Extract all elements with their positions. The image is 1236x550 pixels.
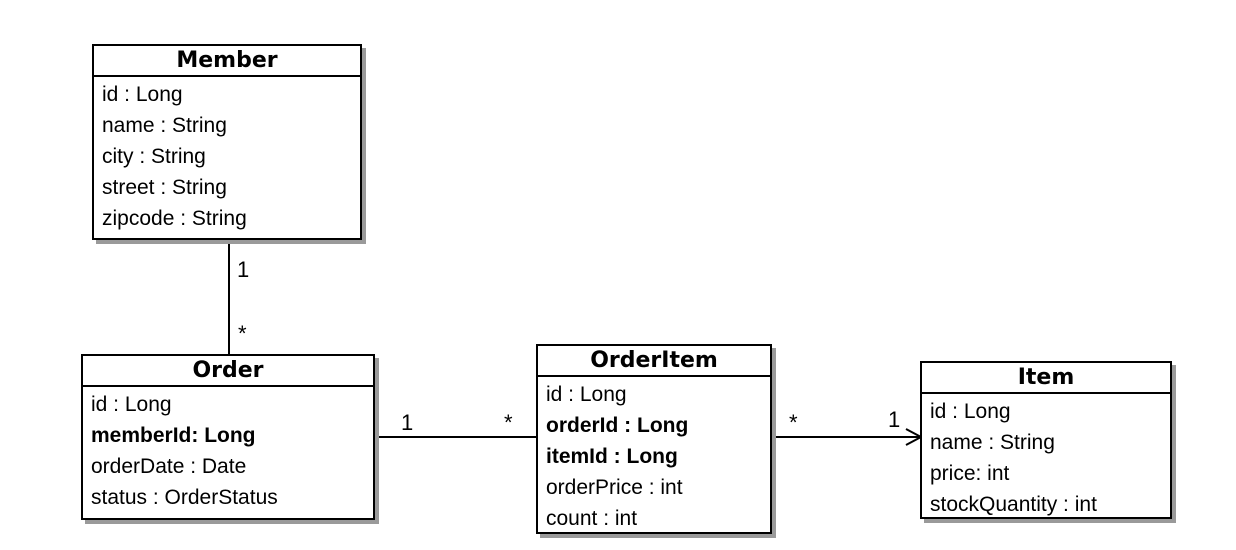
class-name: OrderItem xyxy=(538,346,770,377)
attribute: count : int xyxy=(546,507,638,530)
multiplicity-member-end: 1 xyxy=(237,257,250,282)
attribute-list: id : Long name : String city : String st… xyxy=(94,77,360,234)
class-member[interactable]: Member id : Long name : String city : St… xyxy=(92,44,362,240)
class-orderitem[interactable]: OrderItem id : Long orderId : Long itemI… xyxy=(536,344,772,534)
attribute: zipcode : String xyxy=(102,207,247,230)
attribute-list: id : Long name : String price: int stock… xyxy=(922,394,1170,520)
attribute: id : Long xyxy=(102,83,183,106)
attribute: id : Long xyxy=(546,383,627,406)
attribute: id : Long xyxy=(91,393,172,416)
attribute: stockQuantity : int xyxy=(930,493,1097,516)
attribute: city : String xyxy=(102,145,206,168)
multiplicity-order-end: * xyxy=(238,321,247,346)
attribute: name : String xyxy=(102,114,227,137)
attribute-list: id : Long orderId : Long itemId : Long o… xyxy=(538,377,770,534)
attribute: orderDate : Date xyxy=(91,455,247,478)
attribute: status : OrderStatus xyxy=(91,486,278,509)
multiplicity-orderitem-end: * xyxy=(789,410,798,435)
multiplicity-order-end: 1 xyxy=(401,410,414,435)
attribute-list: id : Long memberId: Long orderDate : Dat… xyxy=(83,387,373,513)
attribute: price: int xyxy=(930,462,1010,485)
multiplicity-item-end: 1 xyxy=(888,407,901,432)
class-name: Item xyxy=(922,363,1170,394)
attribute: itemId : Long xyxy=(546,445,678,468)
attribute: orderPrice : int xyxy=(546,476,683,499)
class-order[interactable]: Order id : Long memberId: Long orderDate… xyxy=(81,354,375,520)
attribute: memberId: Long xyxy=(91,424,256,447)
class-name: Member xyxy=(94,46,360,77)
attribute: orderId : Long xyxy=(546,414,689,437)
class-name: Order xyxy=(83,356,373,387)
attribute: name : String xyxy=(930,431,1055,454)
class-item[interactable]: Item id : Long name : String price: int … xyxy=(920,361,1172,519)
attribute: street : String xyxy=(102,176,227,199)
multiplicity-orderitem-end: * xyxy=(504,410,513,435)
attribute: id : Long xyxy=(930,400,1011,423)
